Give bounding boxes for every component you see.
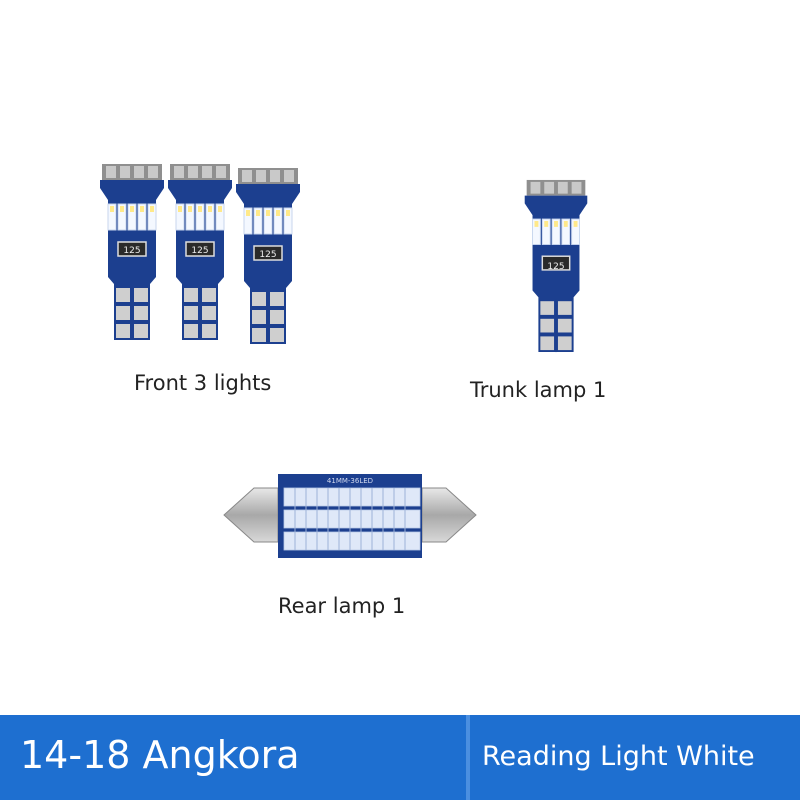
festoon-led-bulb-icon: 41MM-36LED [223,474,477,558]
bulb-marking: 125 [547,262,564,272]
t10-led-bulb-icon: 125 [98,162,166,342]
trunk-caption: Trunk lamp 1 [470,378,607,402]
pcb-marking: 41MM-36LED [327,477,373,485]
t10-led-bulb-icon: 125 [166,162,234,342]
t10-led-bulb-icon: 125 [234,166,302,346]
led-array [283,487,421,551]
bulb-marking: 125 [191,246,208,256]
banner-divider [466,715,470,800]
front-caption: Front 3 lights [134,371,272,395]
model-name: 14-18 Angkora [20,733,300,777]
t10-led-bulb-icon: 125 [522,178,590,354]
product-banner: 14-18 Angkora Reading Light White [0,715,800,800]
bulb-marking: 125 [259,250,276,260]
bulb-marking: 125 [123,246,140,256]
product-description: Reading Light White [482,741,755,772]
rear-caption: Rear lamp 1 [278,594,406,618]
